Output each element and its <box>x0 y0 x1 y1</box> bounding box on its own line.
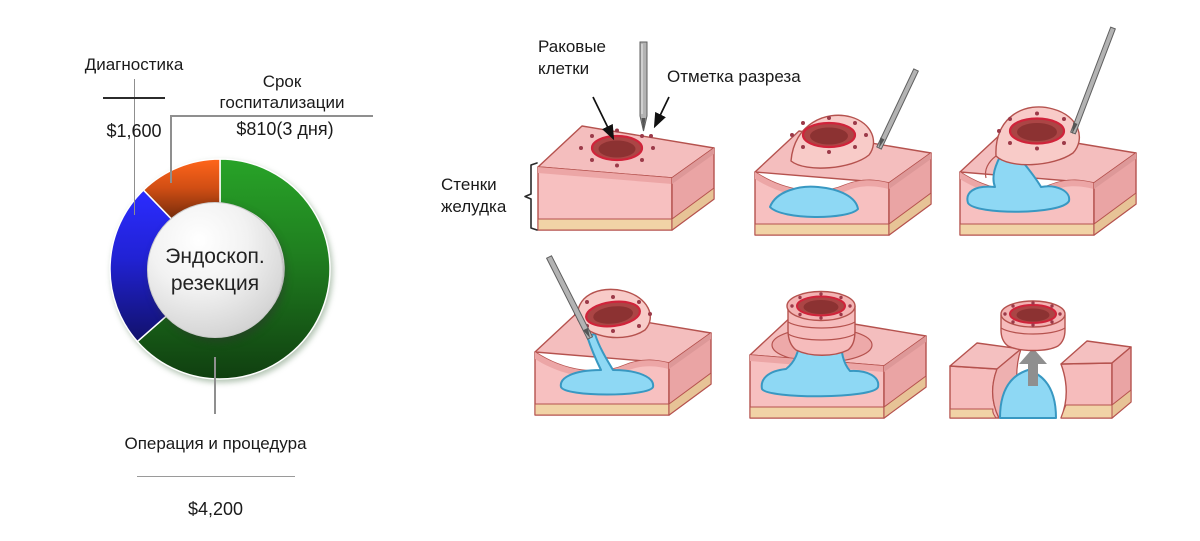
hospitalization-callout-hline <box>170 115 373 117</box>
infographic-page: { "page": { "background": "#ffffff" }, "… <box>73 26 1137 519</box>
cancer-cells-label: Раковые клетки <box>538 37 607 78</box>
operation-value: $4,200 <box>187 499 244 519</box>
stomach-walls-bracket <box>524 162 538 231</box>
panel-circumferential-incision <box>534 288 712 416</box>
diagnostics-label: Диагностика $1,600 <box>73 33 195 163</box>
incision-needle <box>1070 26 1116 135</box>
operation-title: Операция и процедура <box>124 434 307 453</box>
panel-lesion-lifted <box>749 290 927 419</box>
incision-mark-dots <box>579 128 655 168</box>
marking-needle <box>639 41 648 132</box>
cancer-cells-arrow <box>592 96 615 141</box>
diagnostics-callout-line <box>133 79 135 215</box>
hospitalization-callout-vline <box>170 115 172 183</box>
hospitalization-value: $810(3 дня) <box>236 119 334 139</box>
hospitalization-title: Срок госпитализации <box>219 72 345 112</box>
stomach-walls-label: Стенки желудка <box>441 175 507 216</box>
dissection-tool <box>545 255 594 340</box>
lift-arrow <box>1019 348 1047 386</box>
diagnostics-title: Диагностика <box>84 55 184 74</box>
incision-mark-label: Отметка разреза <box>667 67 801 86</box>
procedure-diagram <box>524 26 1137 419</box>
panel-resection-complete <box>949 300 1132 419</box>
operation-label: Операция и процедура $4,200 <box>118 412 313 541</box>
operation-underline <box>136 476 295 477</box>
panel-marking <box>537 125 715 231</box>
panel-saline-injection <box>754 114 932 236</box>
diagnostics-value: $1,600 <box>106 121 162 141</box>
diagnostics-underline <box>103 97 165 99</box>
injection-needle <box>876 68 919 150</box>
panel-incision-start <box>959 106 1137 236</box>
operation-callout-line <box>214 357 216 414</box>
donut-center-label: Эндоскоп. резекция <box>147 202 283 338</box>
incision-mark-arrow <box>653 96 670 129</box>
